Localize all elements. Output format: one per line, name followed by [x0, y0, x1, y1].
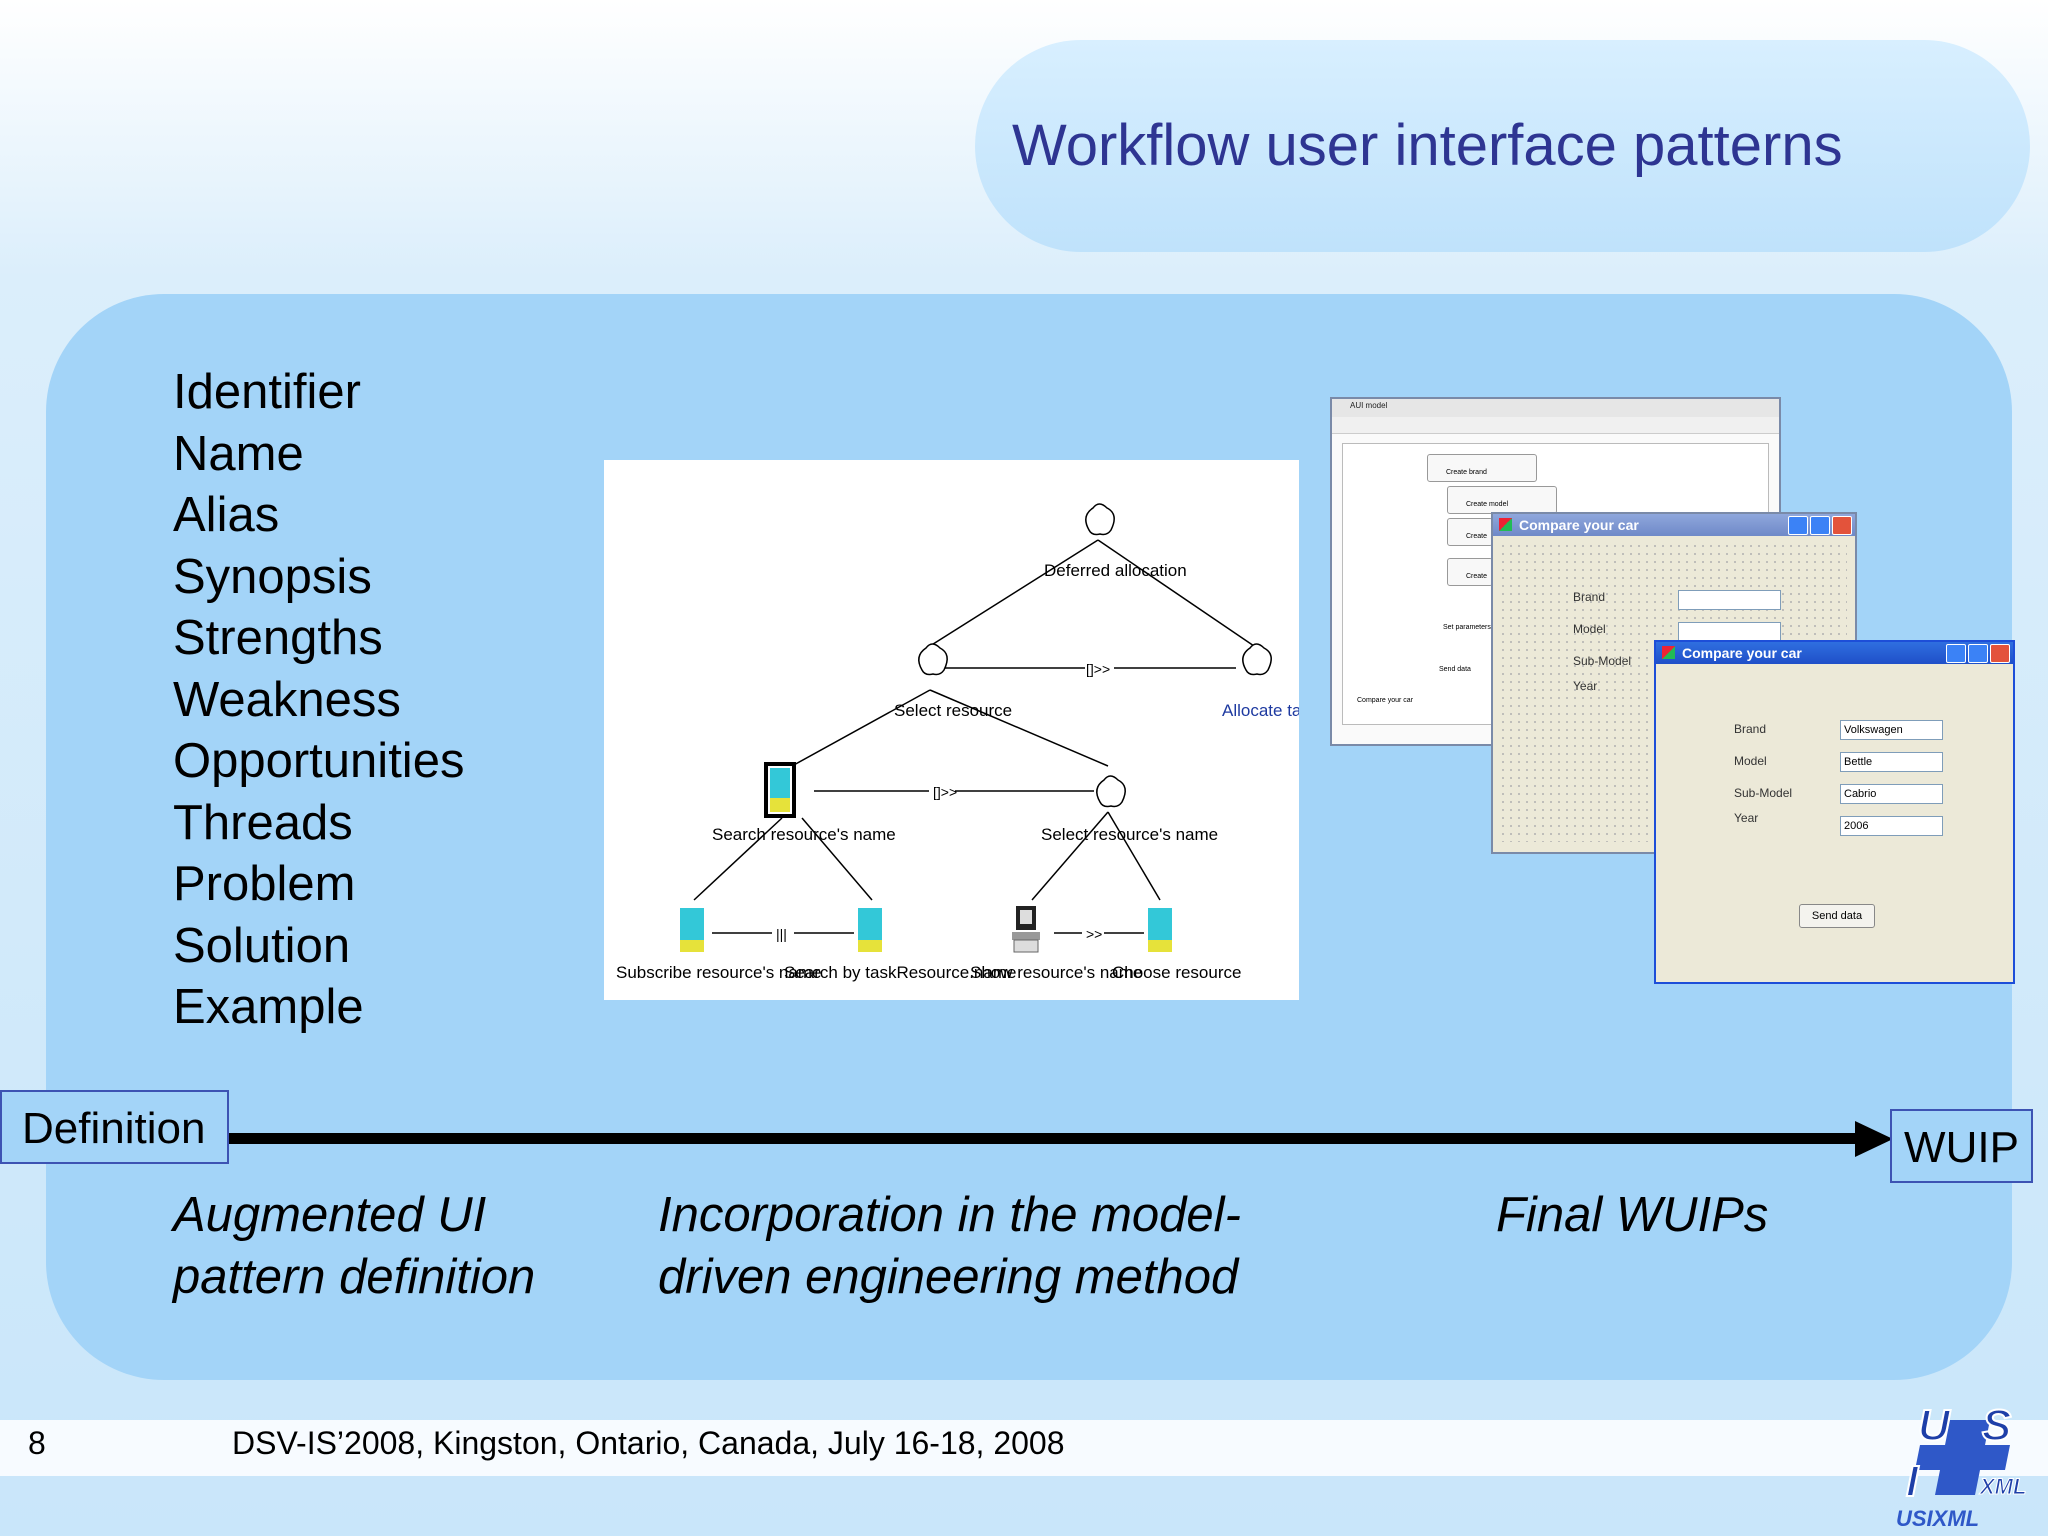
operator-enable-info: []>> [933, 784, 957, 800]
aui-send-node: Send data [1439, 666, 1471, 673]
maximize-icon[interactable] [1968, 644, 1988, 663]
svg-text:I: I [1906, 1457, 1919, 1506]
window-titlebar: Compare your car [1493, 514, 1855, 536]
timeline-end-box: WUIP [1890, 1109, 2033, 1183]
model-field[interactable]: Bettle [1840, 752, 1943, 772]
maximize-icon[interactable] [1810, 516, 1830, 535]
select-resource-label: Select resource [894, 701, 1012, 720]
select-resource-icon [918, 643, 948, 676]
pattern-attribute-list: Identifier Name Alias Synopsis Strengths… [173, 362, 464, 1039]
phase-incorporation: Incorporation in the model- driven engin… [658, 1188, 1241, 1304]
subscribe-label: Subscribe resource's name [616, 963, 821, 982]
minimize-icon[interactable] [1788, 516, 1808, 535]
footer-band [0, 1420, 2048, 1476]
field-label: Model [1734, 754, 1767, 768]
list-item: Problem [173, 857, 356, 911]
root-task-icon [1085, 503, 1115, 536]
form-window-final: Compare your car Brand Model Sub-Model Y… [1654, 640, 2015, 984]
app-icon [1499, 518, 1512, 531]
window-titlebar: Compare your car [1656, 642, 2013, 664]
field-label: Year [1734, 811, 1759, 825]
close-icon[interactable] [1832, 516, 1852, 535]
svg-text:U: U [1918, 1401, 1951, 1450]
brand-field[interactable] [1678, 590, 1781, 610]
interaction-task-icons [680, 762, 1172, 953]
list-item: Solution [173, 918, 351, 973]
search-name-label: Search resource's name [712, 825, 896, 844]
aui-node: Create [1447, 518, 1493, 546]
aui-node: Create [1447, 558, 1493, 586]
phase-final: Final WUIPs [1496, 1188, 1769, 1242]
aui-window-title: AUI model [1332, 399, 1779, 417]
show-label: Show resource's name [970, 963, 1142, 982]
list-item: Opportunities [173, 734, 465, 788]
aui-node: Create brand [1427, 454, 1537, 482]
search-by-label: Search by taskResource.name [784, 963, 1016, 982]
page-number: 8 [28, 1425, 46, 1461]
phase-augmented: Augmented UI pattern definition [173, 1188, 536, 1304]
timeline-arrow-line [229, 1133, 1857, 1144]
list-item: Alias [173, 488, 280, 542]
list-item: Synopsis [173, 549, 372, 604]
operator-enable-info: []>> [1086, 661, 1110, 677]
field-label: Model [1573, 622, 1606, 636]
allocate-task-icon [1242, 643, 1272, 676]
svg-text:USIXML: USIXML [1896, 1506, 1979, 1530]
field-label: Sub-Model [1573, 654, 1632, 668]
slide-title: Workflow user interface patterns [1012, 113, 1843, 178]
list-item: Threads [173, 795, 353, 850]
field-label: Year [1573, 679, 1598, 693]
submodel-field[interactable]: Cabrio [1840, 784, 1943, 804]
close-icon[interactable] [1990, 644, 2010, 663]
brand-field[interactable]: Volkswagen [1840, 720, 1943, 740]
list-item: Strengths [173, 611, 383, 665]
model-field[interactable] [1678, 622, 1781, 642]
operator-enable: >> [1086, 926, 1102, 942]
timeline-start-box: Definition [0, 1090, 229, 1164]
year-field[interactable]: 2006 [1840, 816, 1943, 836]
svg-text:XML: XML [1978, 1474, 2026, 1499]
title-banner [975, 40, 2030, 252]
root-task-label: Deferred allocation [1044, 561, 1187, 580]
abstract-task-icons [918, 503, 1272, 808]
usixml-logo: U S I XML USIXML [1890, 1390, 2040, 1531]
allocate-task-label: Allocate task [1222, 701, 1299, 720]
select-name-icon [1096, 775, 1126, 808]
aui-set-params: Set parameters [1443, 624, 1491, 631]
timeline-arrow-head [1855, 1121, 1893, 1157]
conference-footer: DSV-IS’2008, Kingston, Ontario, Canada, … [232, 1425, 1065, 1461]
send-data-button[interactable]: Send data [1799, 904, 1875, 928]
field-label: Brand [1734, 722, 1767, 736]
operator-interleave: ||| [776, 926, 787, 942]
aui-node: Create model [1447, 486, 1557, 514]
list-item: Name [173, 426, 304, 481]
select-name-label: Select resource's name [1041, 825, 1218, 844]
minimize-icon[interactable] [1946, 644, 1966, 663]
aui-footer-label: Compare your car [1357, 697, 1414, 704]
choose-label: Choose resource [1112, 963, 1241, 982]
aui-toolbar [1332, 417, 1779, 434]
list-item: Identifier [173, 365, 361, 419]
field-label: Brand [1573, 590, 1606, 604]
svg-text:S: S [1982, 1401, 2011, 1450]
list-item: Weakness [173, 672, 401, 727]
task-tree-figure: Deferred allocation Select resource Allo… [604, 460, 1299, 1000]
field-label: Sub-Model [1734, 786, 1793, 800]
list-item: Example [173, 980, 364, 1034]
app-icon [1662, 646, 1675, 659]
